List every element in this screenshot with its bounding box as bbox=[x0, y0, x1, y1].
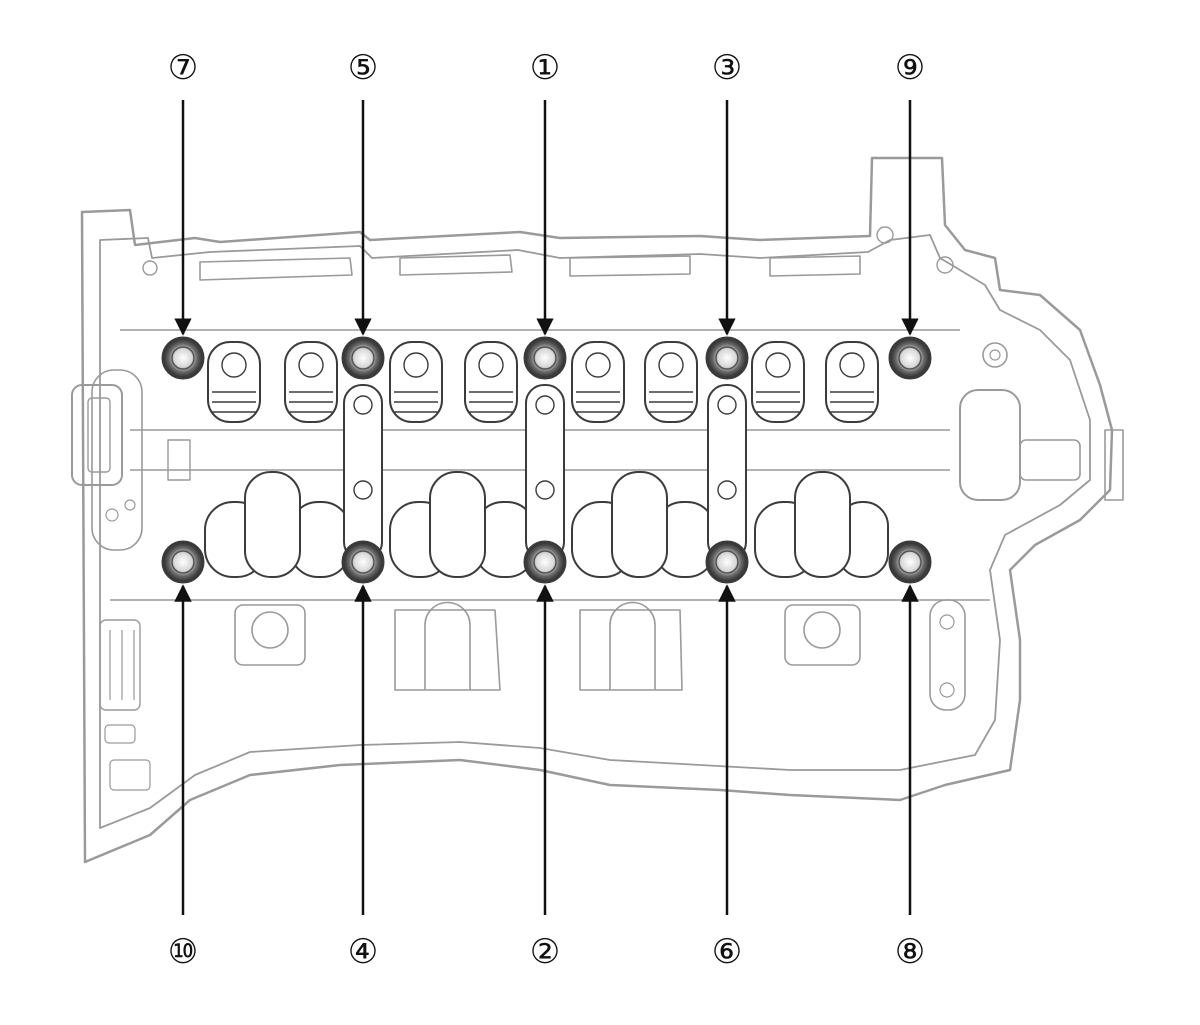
bolt-5 bbox=[341, 336, 385, 380]
valve-spring bbox=[284, 341, 338, 423]
cylinder-head-outline bbox=[71, 156, 1124, 864]
valve-spring bbox=[644, 341, 698, 423]
callout-label-4: ④ bbox=[348, 932, 378, 972]
valve-spring bbox=[207, 341, 261, 423]
callout-label-10: ⑩ bbox=[168, 932, 198, 972]
callout-label-2: ② bbox=[530, 932, 560, 972]
bolt-2 bbox=[523, 540, 567, 584]
callout-label-6: ⑥ bbox=[712, 932, 742, 972]
cam-lobe-group bbox=[571, 471, 716, 578]
cam-lobe-group bbox=[754, 471, 889, 578]
bearing-cap bbox=[343, 384, 383, 561]
valve-spring bbox=[751, 341, 805, 423]
head-bolts bbox=[161, 336, 932, 584]
bearing-cap bbox=[525, 384, 565, 561]
bolt-9 bbox=[888, 336, 932, 380]
bolt-8 bbox=[888, 540, 932, 584]
callout-label-1: ① bbox=[530, 48, 560, 88]
cam-lobe-group bbox=[389, 471, 536, 578]
valve-spring bbox=[389, 341, 443, 423]
bearing-caps bbox=[343, 384, 747, 561]
bolt-4 bbox=[341, 540, 385, 584]
callout-arrows bbox=[174, 100, 919, 915]
valve-springs bbox=[207, 341, 879, 423]
cam-lobe-group bbox=[204, 471, 351, 578]
camshaft-lobes bbox=[204, 471, 889, 578]
callout-label-5: ⑤ bbox=[348, 48, 378, 88]
bolt-10 bbox=[161, 540, 205, 584]
callout-labels: ⑦ ⑤ ① ③ ⑨ ⑩ ④ ② ⑥ ⑧ bbox=[168, 48, 925, 972]
callout-label-9: ⑨ bbox=[895, 48, 925, 88]
bolt-3 bbox=[705, 336, 749, 380]
callout-label-8: ⑧ bbox=[895, 932, 925, 972]
callout-label-3: ③ bbox=[712, 48, 742, 88]
bolt-6 bbox=[705, 540, 749, 584]
bearing-cap bbox=[707, 384, 747, 561]
valve-spring bbox=[571, 341, 625, 423]
bolt-7 bbox=[161, 336, 205, 380]
bolt-1 bbox=[523, 336, 567, 380]
valve-spring bbox=[464, 341, 518, 423]
valve-spring bbox=[825, 341, 879, 423]
callout-label-7: ⑦ bbox=[168, 48, 198, 88]
